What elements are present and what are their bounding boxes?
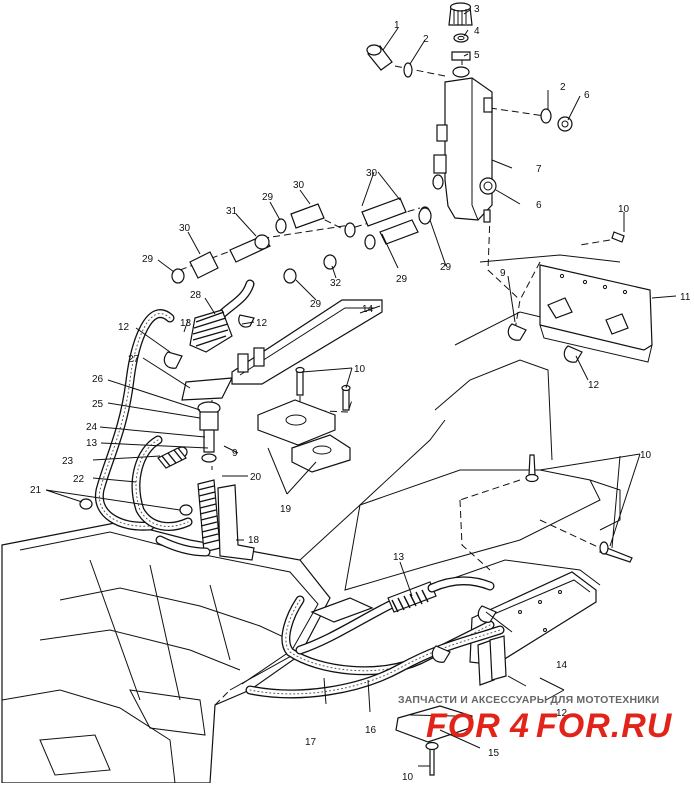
callout-12-left: 12: [118, 322, 130, 333]
callout-19: 19: [280, 504, 292, 515]
callout-30-right: 30: [366, 168, 378, 179]
callout-1: 1: [394, 20, 400, 31]
coolant-reservoir: [419, 77, 497, 223]
callout-29-low: 29: [310, 299, 322, 310]
heat-exchanger-lower: [395, 571, 597, 743]
callout-11: 11: [680, 292, 691, 303]
bracket-11: [507, 264, 653, 363]
callout-15: 15: [488, 748, 500, 759]
callout-10-mid: 10: [354, 364, 366, 375]
callout-2-right: 2: [560, 82, 566, 93]
callout-20: 20: [250, 472, 262, 483]
callout-3: 3: [474, 4, 480, 15]
pump-hose-20: [155, 479, 255, 561]
mount-brackets-19: [257, 366, 351, 473]
callout-29-center: 29: [396, 274, 408, 285]
watermark-brand-left: FOR: [426, 707, 501, 745]
callout-17: 17: [305, 737, 317, 748]
callout-6-top: 6: [584, 90, 590, 101]
callout-27: 27: [128, 354, 140, 365]
heat-exchanger-upper: [231, 299, 383, 385]
callout-6-mid: 6: [536, 200, 542, 211]
callout-9-left: 9: [232, 448, 238, 459]
leader-lines: [45, 9, 677, 767]
callout-13-top: 13: [180, 318, 192, 329]
callout-4: 4: [474, 26, 480, 37]
callout-14-top: 14: [362, 304, 374, 315]
callout-32: 32: [330, 278, 342, 289]
callout-16: 16: [365, 725, 377, 736]
fastener-10: [425, 231, 633, 776]
upper-hose-assembly: [157, 279, 255, 469]
callout-14-bottom: 14: [556, 660, 568, 671]
callout-21: 21: [30, 485, 42, 496]
callout-10-bottom: 10: [402, 772, 414, 783]
callout-26: 26: [92, 374, 104, 385]
callout-5: 5: [474, 50, 480, 61]
watermark-brand-right: FOR.RU: [536, 707, 673, 745]
lower-hose-run: [245, 576, 505, 699]
callout-18: 18: [248, 535, 260, 546]
callout-25: 25: [92, 399, 104, 410]
callout-22: 22: [73, 474, 85, 485]
hose-fittings: [171, 197, 432, 284]
callout-12-bottom: 12: [556, 708, 568, 719]
callout-2: 2: [423, 34, 429, 45]
callout-13-left: 13: [86, 438, 98, 449]
callout-24: 24: [86, 422, 98, 433]
callout-30-left: 30: [179, 223, 191, 234]
callout-29-left: 29: [142, 254, 154, 265]
reservoir-cap: [448, 2, 473, 78]
callout-28: 28: [190, 290, 202, 301]
callout-10-top: 10: [618, 204, 630, 215]
callout-7: 7: [536, 164, 542, 175]
callout-9-right: 9: [500, 268, 506, 279]
callout-31: 31: [226, 206, 238, 217]
callout-12-mid: 12: [256, 318, 268, 329]
watermark: ЗАПЧАСТИ И АКСЕССУАРЫ ДЛЯ МОТОТЕХНИКИ FO…: [398, 694, 673, 745]
callout-29-top: 29: [262, 192, 274, 203]
callout-23: 23: [62, 456, 74, 467]
callout-29-right: 29: [440, 262, 452, 273]
callout-labels: 1 2 3 4 5 2 6 7 6 30 30 31 29 30 29 29 2…: [30, 4, 691, 783]
callout-12-right: 12: [588, 380, 600, 391]
bolt-washer-nut-set: [366, 44, 573, 132]
callout-10-right: 10: [640, 450, 652, 461]
hose-left-loop: [79, 309, 193, 531]
chassis-frame: [1, 254, 621, 784]
callout-30-mid: 30: [293, 180, 305, 191]
watermark-brand-mid: 4: [509, 707, 530, 745]
watermark-tagline: ЗАПЧАСТИ И АКСЕССУАРЫ ДЛЯ МОТОТЕХНИКИ: [398, 694, 659, 706]
callout-13-bottom: 13: [393, 552, 405, 563]
